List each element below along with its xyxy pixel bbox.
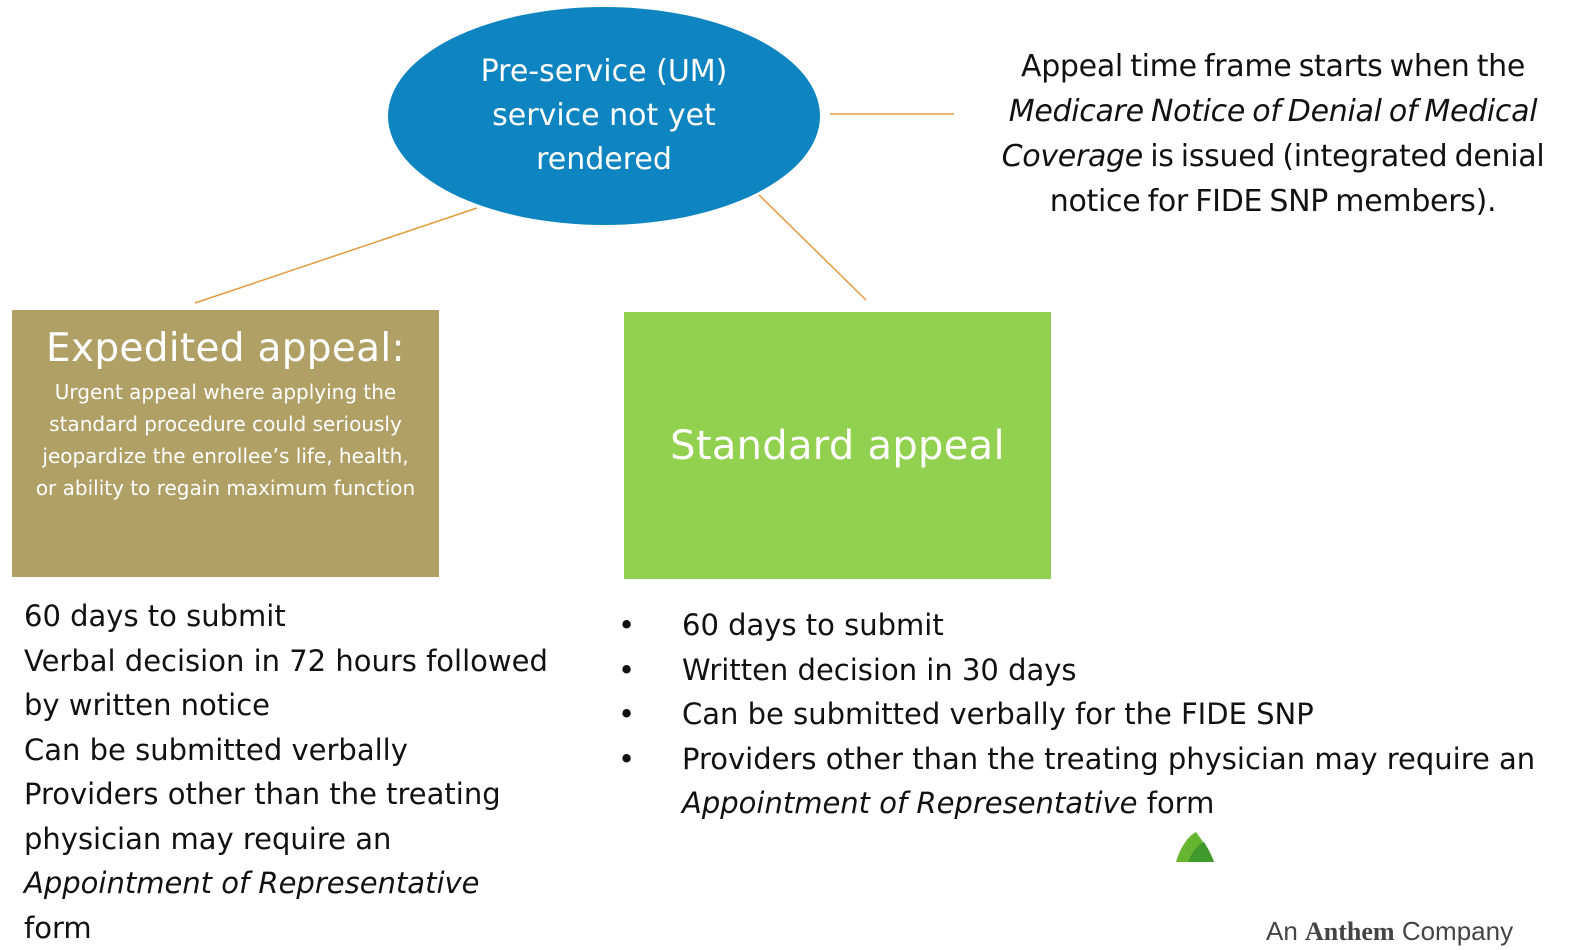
pre-service-label: Pre-service (UM) service not yet rendere… [480, 54, 728, 177]
note-notice-title: Medicare Notice of Denial of Medical Cov… [1001, 94, 1538, 174]
logo-leaf-icon [1176, 832, 1214, 862]
expedited-appeal-box: Expedited appeal: Urgent appeal where ap… [12, 310, 439, 577]
connector-to-expedited [194, 207, 478, 304]
list-item-text: 60 days to submit [682, 608, 944, 642]
expedited-appeal-details: 60 days to submit Verbal decision in 72 … [24, 594, 554, 950]
form-name: Appointment of Representative [682, 786, 1138, 820]
list-item: Can be submitted verbally [24, 732, 408, 767]
standard-appeal-title: Standard appeal [670, 422, 1005, 469]
standard-appeal-box: Standard appeal [624, 312, 1051, 579]
bullet-icon: • [618, 608, 636, 642]
logo-prefix: An [1266, 916, 1306, 946]
list-item: • Can be submitted verbally for the FIDE … [614, 692, 1554, 737]
logo-brand: Anthem [1305, 917, 1395, 946]
bullet-icon: • [618, 741, 636, 776]
expedited-appeal-title: Expedited appeal: [46, 326, 405, 371]
list-item: • 60 days to submit [614, 603, 1554, 648]
list-item: Verbal decision in 72 hours followed by … [24, 643, 548, 723]
list-item: • Written decision in 30 days [614, 648, 1554, 693]
list-item: Providers other than the treating physic… [24, 772, 554, 950]
form-name: Appointment of Representative [24, 866, 480, 900]
company-logo: An Anthem Company [1266, 916, 1566, 947]
appeal-timeframe-note: Appeal time frame starts when the Medica… [976, 44, 1569, 224]
list-item-text: Providers other than the treating physic… [682, 741, 1536, 776]
note-text-start: Appeal time frame starts when the [1020, 49, 1526, 84]
expedited-appeal-description: Urgent appeal where applying the standar… [35, 380, 416, 500]
list-item-text-end: form [24, 910, 92, 945]
list-item-text: Written decision in 30 days [682, 652, 1077, 687]
connector-to-standard [758, 194, 867, 301]
standard-appeal-details: • 60 days to submit • Written decision in … [614, 603, 1554, 826]
list-item: • Providers other than the treating physi… [614, 737, 1554, 826]
list-item-text-end: form [1137, 786, 1215, 820]
list-item-text: Can be submitted verbally for the FIDE S… [682, 697, 1314, 731]
logo-suffix: Company [1394, 916, 1514, 946]
pre-service-ellipse: Pre-service (UM) service not yet rendere… [388, 7, 820, 225]
list-item-text: Providers other than the treating physic… [24, 777, 501, 856]
list-item: 60 days to submit [24, 599, 286, 633]
note-text-end: is issued (integrated denial notice for … [1049, 139, 1545, 219]
bullet-icon: • [618, 652, 636, 687]
bullet-icon: • [618, 697, 636, 731]
